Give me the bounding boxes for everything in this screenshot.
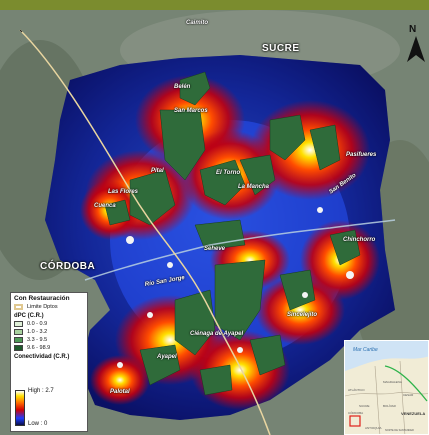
legend-title: Con Restauración [14, 295, 70, 302]
legend-boundary-label: Limite Dptos [27, 304, 58, 310]
place-label-pasifuere: Pasifueres [346, 152, 377, 158]
inset-region-label: ATLÁNTICO [348, 388, 365, 392]
legend-boundary-row: Limite Dptos [14, 304, 84, 310]
legend-swatch [14, 329, 23, 335]
inset-map-canvas: Mar Caribe ATLÁNTICO MAGDALENA CESAR BOL… [345, 347, 428, 434]
legend: Con Restauración Limite Dptos dPC (C.R.)… [10, 292, 88, 432]
inset-sea-label: Mar Caribe [353, 347, 378, 353]
department-boundary [19, 29, 271, 435]
north-label: N [409, 24, 416, 35]
place-label-san-marcos: San Marcos [174, 108, 208, 114]
legend-dpc-title: dPC (C.R.) [14, 313, 44, 319]
place-label-las-flores: Las Flores [108, 189, 139, 195]
place-label-ayapel: Ayapel [157, 354, 177, 360]
place-label-el-torno: El Torno [216, 170, 241, 176]
legend-dpc-label: 3.3 - 9.5 [27, 337, 48, 343]
inset-region-label: CESAR [403, 393, 414, 397]
legend-dpc-row: 3.3 - 9.5 [14, 337, 84, 343]
legend-swatch [14, 321, 23, 327]
place-label-chinchorro: Chinchorro [343, 237, 376, 243]
department-label-sucre: SUCRE [262, 43, 300, 54]
inset-region-label: SUCRE [359, 404, 370, 408]
legend-low-label: Low : 0 [28, 421, 48, 427]
place-label-pital: Pital [151, 168, 164, 174]
inset-study-area-marker [349, 415, 361, 427]
legend-connectivity-title: Conectividad (C.R.) [14, 354, 70, 360]
inset-location-map: Mar Caribe ATLÁNTICO MAGDALENA CESAR BOL… [344, 340, 429, 435]
place-label-la-mancha: La Mancha [238, 184, 270, 190]
department-label-cordoba: CÓRDOBA [40, 261, 96, 272]
top-title-bar [0, 0, 429, 10]
map-canvas [0, 10, 429, 435]
river-san-jorge [84, 219, 396, 281]
inset-region-label: NORTE DE SANTANDER [385, 429, 414, 432]
legend-dpc-label: 1.0 - 3.2 [27, 329, 48, 335]
place-label-cuenca: Cuenca [94, 203, 116, 209]
place-label-palotal: Palotal [110, 389, 130, 395]
legend-dpc-row: 1.0 - 3.2 [14, 329, 84, 335]
legend-dpc-label: 0.0 - 0.9 [27, 321, 48, 327]
inset-region-label: BOLÍVAR [383, 404, 397, 408]
legend-dpc-row: 9.6 - 98.9 [14, 345, 84, 351]
legend-dpc-label: 9.6 - 98.9 [27, 345, 51, 351]
inset-region-label: ANTIOQUIA [365, 426, 382, 430]
place-label-cienaga: Ciénaga de Ayapel [190, 331, 244, 337]
inset-country-label: VENEZUELA [401, 411, 425, 416]
place-label-seheve: Seheve [204, 246, 226, 252]
place-label-belen: Belén [174, 84, 191, 90]
inset-region-label: CÓRDOBA [348, 410, 363, 415]
place-label-sincelejito: Sincelejito [287, 312, 318, 318]
legend-color-ramp [15, 390, 25, 426]
legend-swatch [14, 345, 23, 351]
place-label-caimito: Caimito [186, 20, 209, 26]
inset-region-label: MAGDALENA [383, 380, 402, 384]
north-arrow-icon: N [407, 24, 425, 62]
legend-swatch [14, 337, 23, 343]
legend-high-label: High : 2.7 [28, 388, 54, 394]
legend-dpc-row: 0.0 - 0.9 [14, 321, 84, 327]
